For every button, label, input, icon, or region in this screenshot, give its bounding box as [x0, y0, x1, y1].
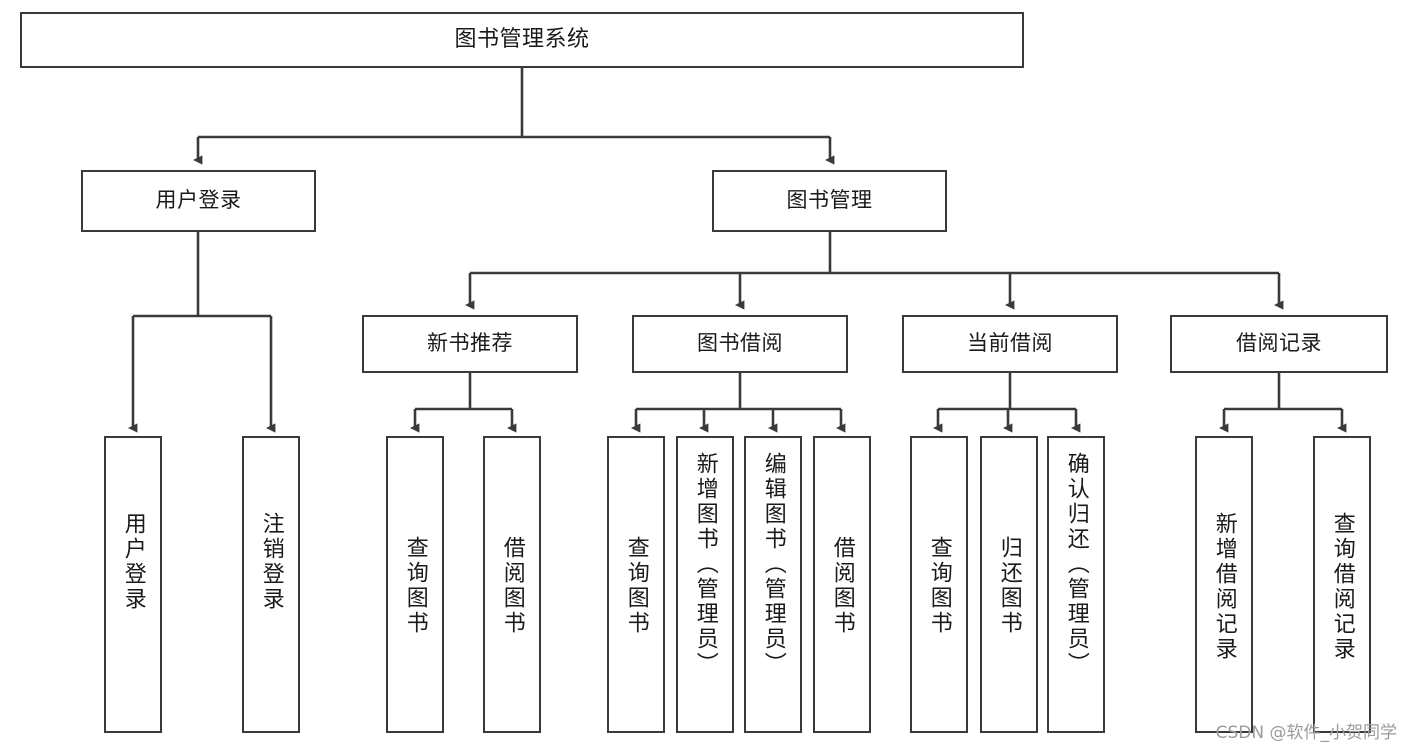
node-label: 图书管理 — [786, 188, 873, 213]
node-book-borrow[interactable]: 图书借阅 — [632, 315, 848, 373]
leaf-query-borrow-record[interactable]: 查询借阅记录 — [1313, 436, 1371, 733]
leaf-borrow-book[interactable]: 借阅图书 — [813, 436, 871, 733]
node-label: 确认归还（管理员） — [1063, 452, 1089, 677]
node-borrow-record[interactable]: 借阅记录 — [1170, 315, 1388, 373]
leaf-return-book[interactable]: 归还图书 — [980, 436, 1038, 733]
node-label: 借阅图书 — [829, 536, 855, 636]
node-root-system[interactable]: 图书管理系统 — [20, 12, 1024, 68]
leaf-query-book-borrow[interactable]: 查询图书 — [607, 436, 665, 733]
leaf-edit-book-admin[interactable]: 编辑图书（管理员） — [744, 436, 802, 733]
node-label: 注销登录 — [258, 512, 284, 612]
leaf-query-book-current[interactable]: 查询图书 — [910, 436, 968, 733]
node-label: 新增借阅记录 — [1211, 512, 1237, 662]
leaf-add-borrow-record[interactable]: 新增借阅记录 — [1195, 436, 1253, 733]
leaf-user-login[interactable]: 用户登录 — [104, 436, 162, 733]
node-label: 用户登录 — [155, 188, 242, 213]
node-label: 当前借阅 — [967, 331, 1053, 356]
node-label: 借阅图书 — [499, 536, 525, 636]
node-new-book-recommend[interactable]: 新书推荐 — [362, 315, 578, 373]
node-current-borrow[interactable]: 当前借阅 — [902, 315, 1118, 373]
node-user-login[interactable]: 用户登录 — [81, 170, 316, 232]
node-label: 查询图书 — [623, 536, 649, 636]
node-label: 新书推荐 — [427, 331, 513, 356]
watermark-text: CSDN @软件_小贺同学 — [1215, 723, 1397, 743]
node-label: 查询图书 — [402, 536, 428, 636]
node-book-management[interactable]: 图书管理 — [712, 170, 947, 232]
leaf-add-book-admin[interactable]: 新增图书（管理员） — [676, 436, 734, 733]
node-label: 用户登录 — [120, 512, 146, 612]
node-label: 图书管理系统 — [454, 26, 590, 52]
node-label: 归还图书 — [996, 536, 1022, 636]
leaf-confirm-return-admin[interactable]: 确认归还（管理员） — [1047, 436, 1105, 733]
leaf-query-book-recommend[interactable]: 查询图书 — [386, 436, 444, 733]
node-label: 查询借阅记录 — [1329, 512, 1355, 662]
leaf-logout-login[interactable]: 注销登录 — [242, 436, 300, 733]
node-label: 借阅记录 — [1236, 331, 1322, 356]
node-label: 新增图书（管理员） — [692, 452, 718, 677]
node-label: 编辑图书（管理员） — [760, 452, 786, 677]
node-label: 图书借阅 — [697, 331, 783, 356]
node-label: 查询图书 — [926, 536, 952, 636]
leaf-borrow-book-recommend[interactable]: 借阅图书 — [483, 436, 541, 733]
